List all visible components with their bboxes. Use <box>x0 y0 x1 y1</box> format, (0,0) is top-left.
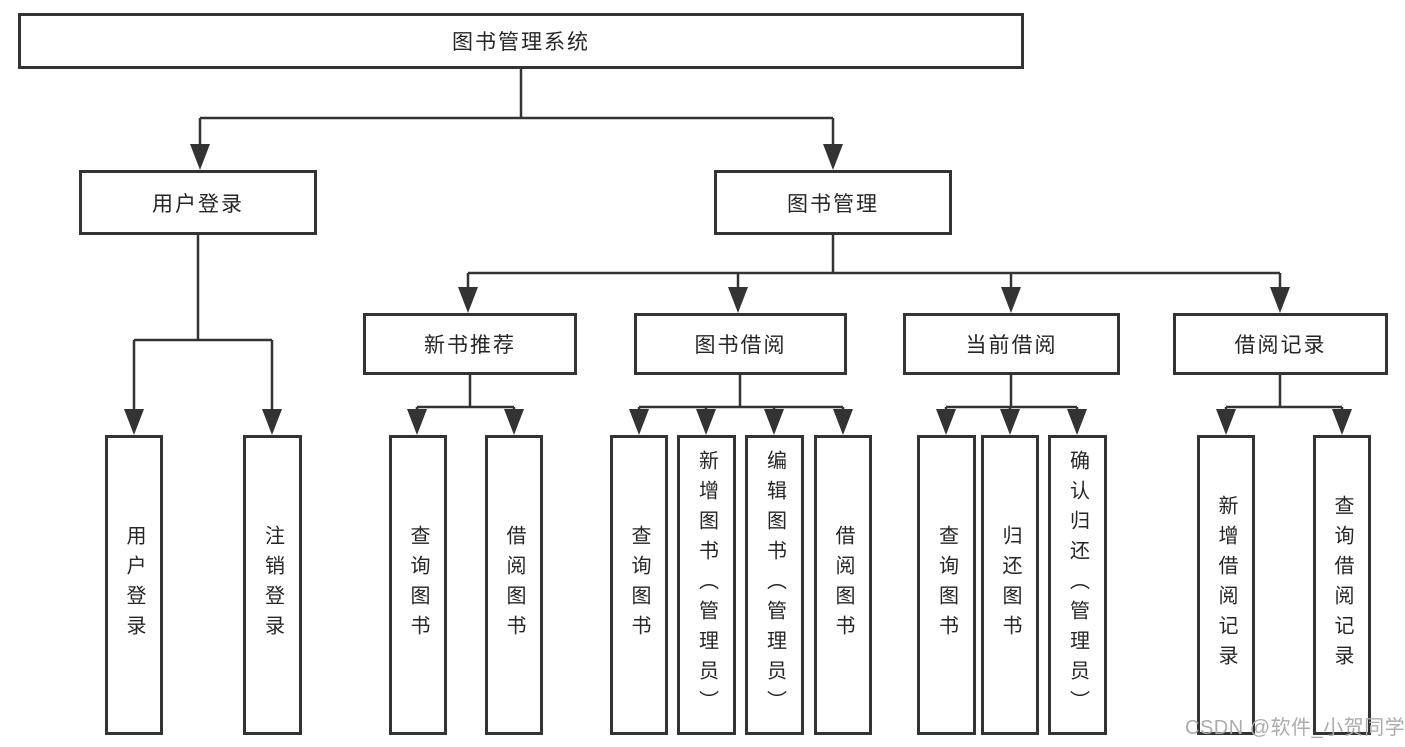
leaf-return-books: 归还图书 <box>981 435 1039 735</box>
node-new-book-recommend: 新书推荐 <box>363 313 577 375</box>
leaf-query-books-1: 查询图书 <box>389 435 447 735</box>
leaf-logout: 注销登录 <box>243 435 302 735</box>
leaf-return-books-label: 归还图书 <box>999 525 1021 645</box>
leaf-borrow-books-2: 借阅图书 <box>814 435 872 735</box>
leaf-user-login-label: 用户登录 <box>123 525 145 645</box>
node-root: 图书管理系统 <box>18 13 1024 69</box>
leaf-query-books-3-label: 查询图书 <box>935 525 958 645</box>
node-borrowing-records-label: 借阅记录 <box>1234 334 1327 357</box>
node-user-login: 用户登录 <box>79 170 317 235</box>
leaf-query-books-1-label: 查询图书 <box>407 525 429 645</box>
leaf-borrow-books-1: 借阅图书 <box>485 435 543 735</box>
node-new-book-recommend-label: 新书推荐 <box>424 334 516 357</box>
leaf-user-login: 用户登录 <box>105 435 163 735</box>
leaf-logout-label: 注销登录 <box>261 525 284 645</box>
leaf-edit-books-admin-label: 编辑图书（管理员） <box>763 450 786 720</box>
node-book-borrowing-label: 图书借阅 <box>694 334 787 357</box>
leaf-confirm-return-admin-label: 确认归还（管理员） <box>1066 450 1089 720</box>
leaf-confirm-return-admin: 确认归还（管理员） <box>1048 435 1107 735</box>
leaf-query-borrow-record: 查询借阅记录 <box>1313 435 1371 735</box>
node-current-borrowing: 当前借阅 <box>903 313 1120 375</box>
node-current-borrowing-label: 当前借阅 <box>965 334 1058 357</box>
node-user-login-label: 用户登录 <box>152 192 244 216</box>
node-book-borrowing: 图书借阅 <box>634 313 847 375</box>
leaf-borrow-books-1-label: 借阅图书 <box>503 525 525 645</box>
node-root-label: 图书管理系统 <box>452 31 590 54</box>
watermark: CSDN @软件_小贺同学 <box>1185 717 1405 739</box>
node-book-management-label: 图书管理 <box>787 192 879 216</box>
arrowheads <box>124 144 1352 435</box>
leaf-borrow-books-2-label: 借阅图书 <box>832 525 854 645</box>
node-book-management: 图书管理 <box>714 170 952 235</box>
leaf-add-books-admin: 新增图书（管理员） <box>677 435 736 735</box>
leaf-edit-books-admin: 编辑图书（管理员） <box>745 435 804 735</box>
leaf-query-books-3: 查询图书 <box>917 435 976 735</box>
leaf-add-borrow-record-label: 新增借阅记录 <box>1215 495 1237 675</box>
leaf-query-borrow-record-label: 查询借阅记录 <box>1331 495 1353 675</box>
node-borrowing-records: 借阅记录 <box>1173 313 1388 375</box>
leaf-query-books-2-label: 查询图书 <box>628 525 650 645</box>
leaf-add-books-admin-label: 新增图书（管理员） <box>695 450 718 720</box>
leaf-add-borrow-record: 新增借阅记录 <box>1197 435 1255 735</box>
leaf-query-books-2: 查询图书 <box>610 435 668 735</box>
